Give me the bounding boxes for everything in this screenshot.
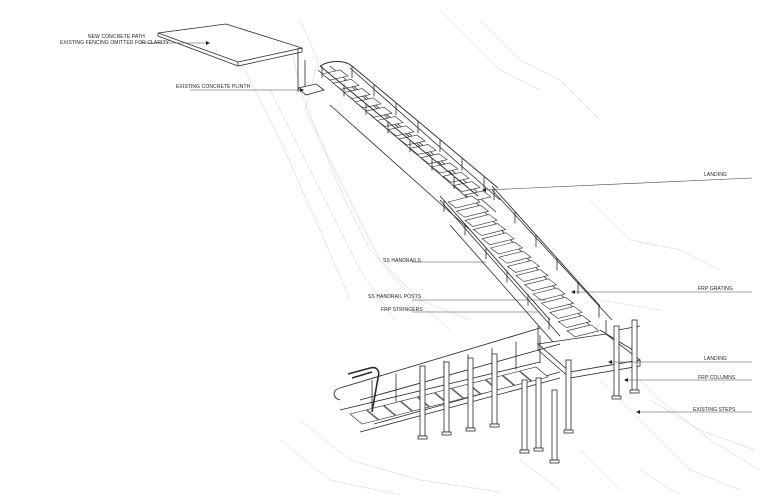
frp-column <box>443 361 450 433</box>
stair-tread <box>343 88 371 99</box>
stair-tread <box>420 153 448 165</box>
stair-tread <box>481 232 515 246</box>
label-frp-columns: FRP COLUMNS <box>698 375 736 381</box>
label-frp-grating: FRP GRATING <box>698 286 733 292</box>
stair-tread <box>442 171 470 183</box>
leader-arrows <box>206 41 640 414</box>
stair-tread <box>557 315 592 328</box>
column-base <box>441 431 452 436</box>
stair-tread <box>566 324 600 338</box>
label-existing-steps: EXISTING STEPS <box>693 407 736 413</box>
stair-tread <box>383 401 413 416</box>
frp-column <box>491 353 498 425</box>
stair-tread <box>464 214 498 227</box>
frp-column <box>535 377 542 449</box>
stair-tread <box>549 306 583 319</box>
column-base <box>489 423 500 428</box>
upper-handrail-posts <box>321 66 485 189</box>
column-base <box>549 459 560 464</box>
stair-tread <box>409 144 437 155</box>
stair-tread <box>398 134 426 146</box>
stair-tread <box>431 162 459 174</box>
lower-treads <box>447 195 600 338</box>
upper-handrails <box>319 61 499 197</box>
stair-tread <box>523 278 558 292</box>
column-base <box>533 447 544 452</box>
column-base <box>563 429 574 434</box>
label-landing-upper: LANDING <box>704 172 727 178</box>
stair-tread <box>498 250 532 264</box>
frp-column <box>613 325 620 397</box>
label-ss-handrail-posts: SS HANDRAIL POSTS <box>368 294 422 300</box>
label-new-concrete-path: NEW CONCRETE PATH <box>88 34 145 40</box>
column-base <box>465 427 476 432</box>
leader-lines <box>140 42 753 413</box>
stair-tread <box>321 69 349 81</box>
label-landing-lower: LANDING <box>704 356 727 362</box>
stair-tread <box>515 269 549 282</box>
frp-column <box>521 379 528 451</box>
upper-flight <box>317 65 501 231</box>
stair-tread <box>366 405 396 421</box>
stair-tread <box>332 78 360 90</box>
label-existing-fencing: EXISTING FENCING OMITTED FOR CLARITY <box>60 40 170 46</box>
stair-tread <box>472 223 507 236</box>
concrete-plinth <box>297 48 325 96</box>
stair-tread <box>540 296 575 310</box>
stair-tread <box>447 195 481 209</box>
stair-tread <box>489 241 524 255</box>
column-base <box>519 449 530 454</box>
stair-tread <box>455 204 490 218</box>
column-base <box>417 435 428 440</box>
stair-tread <box>532 287 566 301</box>
frp-column <box>419 365 426 437</box>
frp-column <box>467 357 474 429</box>
frp-column <box>565 359 572 431</box>
label-ss-handrails: SS HANDRAILS <box>383 258 421 264</box>
upper-treads <box>321 69 492 202</box>
stair-tread <box>376 116 404 127</box>
frp-columns <box>417 319 640 464</box>
stair-tread <box>354 97 382 109</box>
column-base <box>611 395 622 400</box>
stair-tread <box>519 366 549 382</box>
stair-tread <box>365 106 393 118</box>
column-base <box>629 389 640 394</box>
concrete-path-slab <box>157 23 304 67</box>
label-frp-stringers: FRP STRINGERS <box>381 307 423 313</box>
frp-column <box>551 389 558 461</box>
label-existing-plinth: EXISTING CONCRETE PLINTH <box>176 84 251 90</box>
stair-tread <box>506 260 541 273</box>
bottom-handrails <box>333 327 561 413</box>
stair-tread <box>349 409 379 425</box>
stair-tread <box>387 125 415 137</box>
frp-column <box>631 319 638 391</box>
lower-handrails <box>439 185 601 321</box>
